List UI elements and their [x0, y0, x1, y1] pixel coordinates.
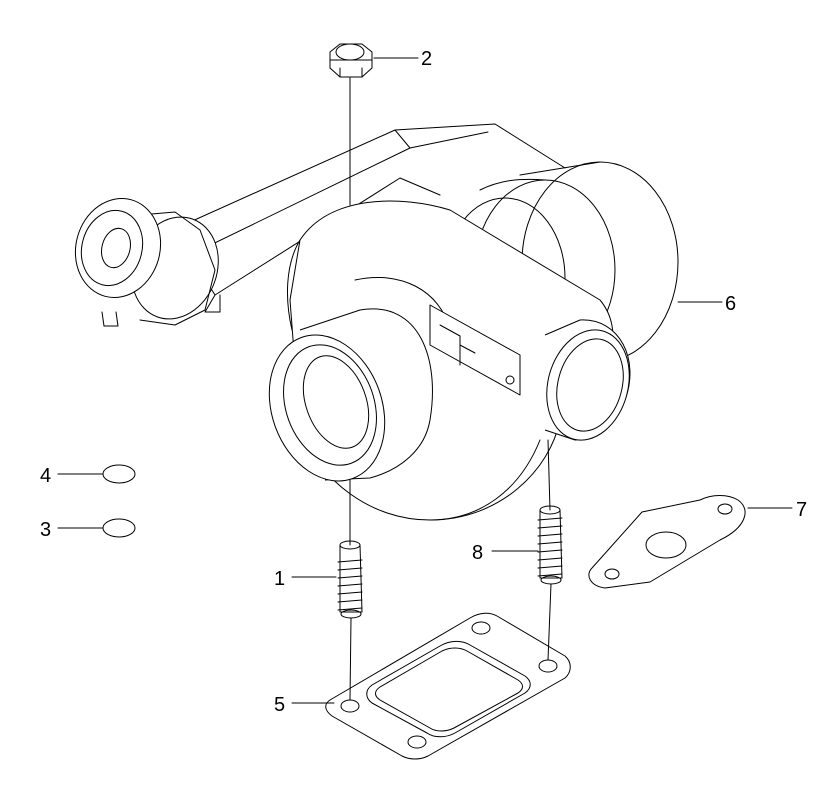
callout-5: 5	[274, 694, 285, 716]
turbine-outlet	[268, 308, 433, 482]
callout-6: 6	[725, 293, 736, 315]
turbocharger-assembly	[74, 123, 679, 521]
o-ring-part-3	[102, 518, 136, 538]
callout-4: 4	[40, 465, 51, 487]
stud-part-1	[337, 540, 363, 619]
o-ring-part-4	[102, 464, 136, 484]
nut-part-2	[329, 43, 373, 78]
callout-3: 3	[40, 519, 51, 541]
stud-part-8	[537, 505, 563, 585]
gasket-part-7	[588, 495, 746, 589]
callouts: 2 6 7 8 1 5 4 3	[40, 48, 807, 716]
callout-7: 7	[796, 499, 807, 521]
wastegate-actuator	[74, 197, 219, 327]
callout-2: 2	[421, 48, 432, 70]
leader-lines	[57, 57, 793, 704]
callout-1: 1	[274, 568, 285, 590]
gasket-part-5	[325, 612, 571, 760]
nameplate	[429, 304, 521, 396]
compressor-outlet	[544, 319, 631, 441]
callout-8: 8	[472, 542, 483, 564]
